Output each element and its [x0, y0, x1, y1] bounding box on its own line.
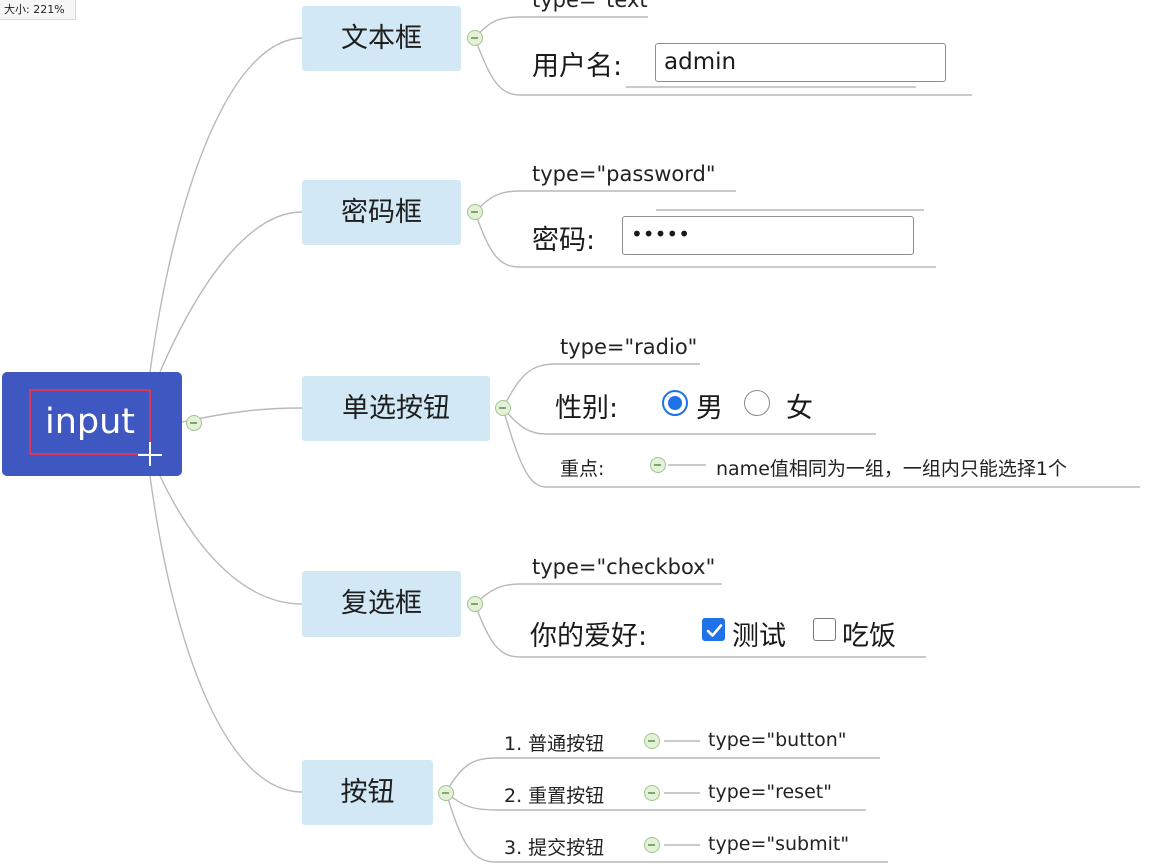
- key-point-collapse-button[interactable]: [650, 457, 666, 473]
- button-normal-type-label: type="button": [708, 729, 847, 751]
- button-normal-collapse-button[interactable]: [644, 733, 660, 749]
- password-field-type-label: type="password": [532, 162, 716, 186]
- crosshair-cursor-icon-vertical: [149, 442, 151, 466]
- checkbox-test-label: 测试: [732, 621, 786, 652]
- radio-female-label: 女: [786, 393, 813, 424]
- checkbox-eat-label: 吃饭: [842, 621, 896, 652]
- topic-checkbox[interactable]: 复选框: [302, 571, 461, 637]
- radio-type-label: type="radio": [560, 335, 698, 359]
- button-reset-collapse-button[interactable]: [644, 785, 660, 801]
- text-field-collapse-button[interactable]: [467, 30, 483, 46]
- text-field-type-label: type="text": [532, 0, 658, 12]
- checkbox-eat[interactable]: [813, 618, 836, 641]
- topic-text-field[interactable]: 文本框: [302, 6, 461, 71]
- button-collapse-button[interactable]: [438, 785, 454, 801]
- button-item-submit: 3. 提交按钮: [504, 837, 605, 859]
- button-reset-type-label: type="reset": [708, 781, 832, 803]
- topic-button[interactable]: 按钮: [302, 760, 433, 825]
- gender-label: 性别:: [555, 393, 619, 424]
- button-submit-type-label: type="submit": [708, 833, 850, 855]
- radio-male[interactable]: [662, 390, 688, 416]
- root-node-label[interactable]: input: [44, 402, 136, 442]
- hobby-label: 你的爱好:: [530, 621, 648, 652]
- key-point-label: 重点:: [560, 458, 605, 480]
- checkbox-type-label: type="checkbox": [532, 555, 716, 579]
- radio-male-label: 男: [696, 393, 723, 424]
- checkbox-test[interactable]: [702, 618, 725, 641]
- radio-female[interactable]: [744, 390, 770, 416]
- zoom-indicator: 大小: 221%: [0, 0, 76, 20]
- password-label: 密码:: [532, 225, 596, 256]
- root-selection-box: [29, 389, 151, 455]
- password-input[interactable]: •••••: [622, 216, 914, 255]
- key-point-note: name值相同为一组，一组内只能选择1个: [716, 458, 1067, 480]
- password-field-collapse-button[interactable]: [467, 204, 483, 220]
- button-item-reset: 2. 重置按钮: [504, 785, 605, 807]
- button-item-normal: 1. 普通按钮: [504, 733, 605, 755]
- checkmark-icon: [706, 624, 723, 637]
- radio-button-collapse-button[interactable]: [495, 400, 511, 416]
- checkbox-collapse-button[interactable]: [467, 596, 483, 612]
- username-label: 用户名:: [532, 51, 623, 82]
- username-input[interactable]: admin: [655, 43, 946, 82]
- topic-radio-button[interactable]: 单选按钮: [302, 376, 490, 441]
- button-submit-collapse-button[interactable]: [644, 837, 660, 853]
- topic-password-field[interactable]: 密码框: [302, 180, 461, 245]
- root-collapse-button[interactable]: [186, 415, 202, 431]
